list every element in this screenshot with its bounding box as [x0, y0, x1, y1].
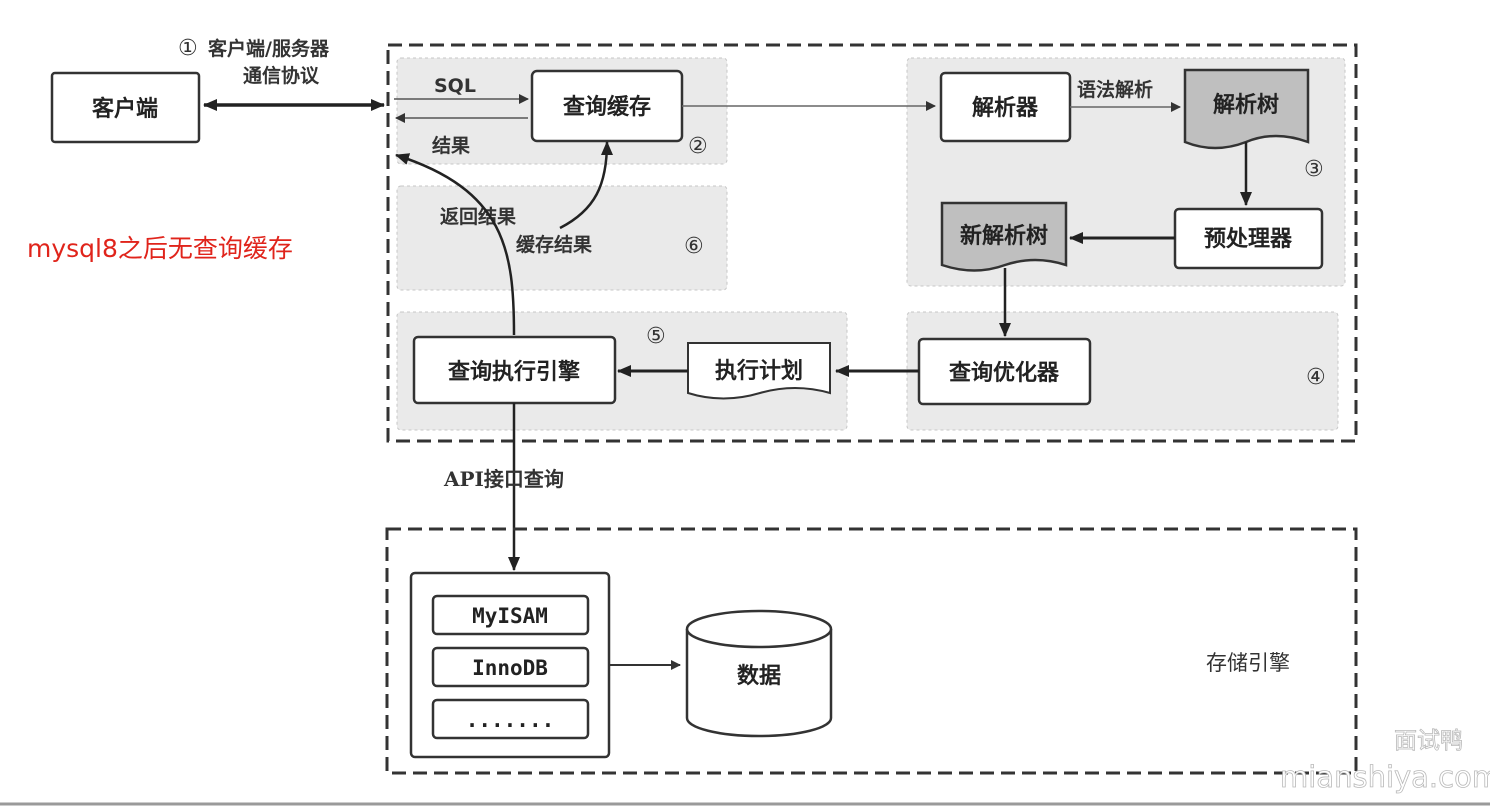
query-cache-label: 查询缓存 [563, 94, 651, 120]
section-number-4: ④ [1306, 365, 1326, 390]
parse-tree-doc [1183, 68, 1310, 150]
optimizer-label: 查询优化器 [949, 360, 1060, 386]
protocol-number: ① [178, 36, 198, 61]
engine-innodb-label: InnoDB [472, 656, 548, 680]
execution-engine-label: 查询执行引擎 [448, 359, 580, 385]
client-label: 客户端 [92, 96, 158, 122]
return-result-arrow [395, 153, 516, 336]
storage-engine-label: 存储引擎 [1206, 651, 1290, 675]
mysql8-note: mysql8之后无查询缓存 [27, 234, 293, 263]
parser-label: 解析器 [972, 95, 1039, 121]
cache-result-arrow [559, 141, 613, 230]
server-frame [386, 43, 1358, 443]
api-label: API接口查询 [443, 467, 564, 491]
result-label: 结果 [432, 134, 470, 157]
section-number-6: ⑥ [684, 234, 704, 259]
sql-label: SQL [434, 75, 476, 97]
protocol-line2: 通信协议 [243, 64, 320, 87]
section-return [396, 185, 728, 291]
new-parse-tree-label: 新解析树 [960, 223, 1048, 249]
new-parse-tree-doc [940, 201, 1068, 272]
section-number-5: ⑤ [646, 324, 666, 349]
protocol-line1: 客户端/服务器 [208, 37, 330, 60]
execution-plan-doc [687, 342, 831, 400]
execution-plan-label: 执行计划 [715, 358, 803, 384]
section-number-2: ② [688, 134, 708, 159]
syntax-label: 语法解析 [1077, 78, 1153, 101]
data-label: 数据 [737, 663, 781, 689]
watermark-line2: mianshiya.com [1280, 760, 1490, 794]
engine-myisam-box [431, 594, 590, 636]
client-box [50, 71, 201, 144]
parse-tree-label: 解析树 [1213, 92, 1279, 118]
preprocessor-label: 预处理器 [1204, 226, 1293, 252]
cache-result-label: 缓存结果 [516, 233, 592, 256]
section-number-3: ③ [1304, 157, 1324, 182]
database-cylinder-icon [685, 609, 833, 738]
engine-innodb-box [431, 646, 590, 688]
return-result-label: 返回结果 [440, 205, 516, 228]
watermark-line1: 面试鸭 [1394, 728, 1463, 754]
engine-more-label: ....... [466, 708, 555, 732]
engine-more-box [431, 698, 590, 740]
engine-myisam-label: MyISAM [472, 604, 548, 628]
storage-frame [385, 527, 1358, 775]
